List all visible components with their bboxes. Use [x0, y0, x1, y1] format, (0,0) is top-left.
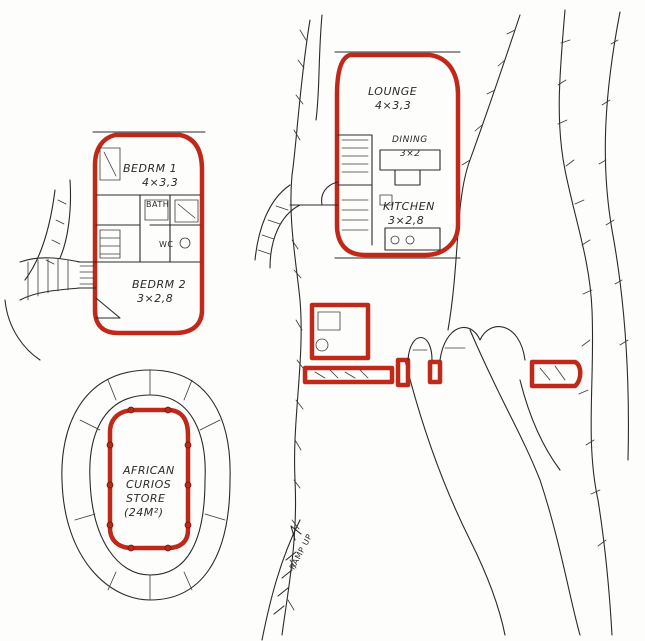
- store-line2: CURIOS: [126, 478, 172, 491]
- kitchen-name: KITCHEN: [383, 200, 435, 213]
- service-block: [302, 302, 583, 389]
- dining-size: 3×2: [400, 149, 421, 159]
- bedroom2-size: 3×2,8: [137, 292, 174, 305]
- lounge-pavilion: [289, 51, 461, 259]
- bath-label: BATH: [146, 200, 170, 209]
- lounge-size: 4×3,3: [375, 99, 412, 112]
- store-line1: AFRICAN: [123, 464, 175, 477]
- kitchen-size: 3×2,8: [388, 214, 425, 227]
- bedroom2-name: BEDRM 2: [132, 278, 187, 291]
- dining-name: DINING: [392, 135, 428, 145]
- lounge-name: LOUNGE: [368, 85, 418, 98]
- bedroom1-name: BEDRM 1: [123, 162, 178, 175]
- wc-label: WC: [159, 240, 174, 249]
- store-line3: STORE: [126, 492, 166, 505]
- terrain-contours: [4, 9, 629, 641]
- bedroom-pavilion: [77, 131, 206, 336]
- curios-store: [106, 406, 192, 552]
- bedroom1-size: 4×3,3: [142, 176, 179, 189]
- store-area: (24M²): [124, 506, 164, 519]
